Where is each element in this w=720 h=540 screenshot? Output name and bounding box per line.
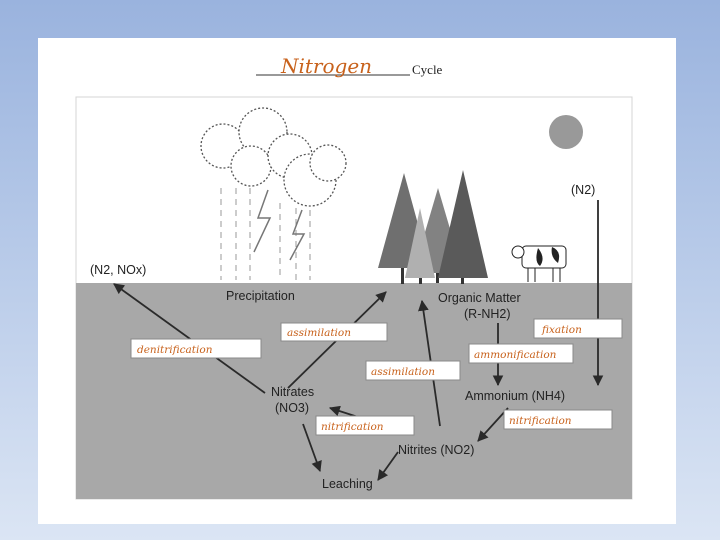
arrow-ammonium-to-nitrites: [477, 407, 509, 442]
hw-denitrification: denitrification: [137, 344, 213, 356]
title-handwritten: Nitrogen: [280, 54, 372, 78]
annotation-denitrification: denitrification: [130, 338, 262, 359]
label-leaching: Leaching: [322, 477, 373, 491]
annotation-nitrification-1: nitrification: [315, 415, 415, 436]
cloud-icon: [200, 107, 347, 207]
hw-fixation: fixation: [541, 324, 582, 336]
hw-nitrification-1: nitrification: [321, 421, 384, 433]
label-ammonium: Ammonium (NH4): [465, 389, 565, 403]
label-no3: (NO3): [275, 401, 309, 415]
hw-assimilation-2: assimilation: [371, 366, 435, 378]
rain: [220, 188, 311, 280]
slide: Nitrogen Cycle: [38, 38, 676, 524]
arrow-nitrates-to-leaching: [302, 423, 322, 473]
hw-assimilation-1: assimilation: [287, 327, 351, 339]
annotation-ammonification: ammonification: [468, 343, 574, 364]
cow-icon: [511, 245, 567, 282]
arrow-nitrites-to-leaching: [377, 451, 399, 481]
hw-ammonification: ammonification: [474, 349, 557, 361]
label-precipitation: Precipitation: [226, 289, 295, 303]
sun-icon: [549, 115, 583, 149]
annotation-assimilation-1: assimilation: [280, 322, 388, 342]
annotation-nitrification-2: nitrification: [503, 409, 613, 430]
label-n2: (N2): [571, 183, 595, 197]
label-organic-matter: Organic Matter: [438, 291, 521, 305]
tree-icon: [378, 170, 488, 284]
nitrogen-cycle-diagram: Nitrogen Cycle: [75, 54, 633, 500]
label-rnh2: (R-NH2): [464, 307, 511, 321]
annotation-assimilation-2: assimilation: [365, 360, 461, 381]
label-n2-nox: (N2, NOx): [90, 263, 146, 277]
hw-nitrification-2: nitrification: [509, 415, 572, 427]
annotation-fixation: fixation: [533, 318, 623, 339]
label-nitrites: Nitrites (NO2): [398, 443, 474, 457]
label-nitrates: Nitrates: [271, 385, 314, 399]
title-printed: Cycle: [412, 62, 443, 77]
lightning-icon: [253, 189, 306, 261]
title: Nitrogen Cycle: [256, 54, 443, 78]
